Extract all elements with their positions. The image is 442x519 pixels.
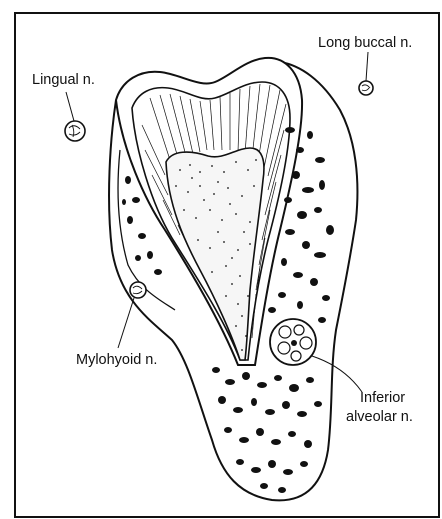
inferior-alveolar-nerve	[270, 319, 316, 365]
lingual-nerve	[65, 121, 85, 141]
label-long-buccal: Long buccal n.	[318, 35, 412, 51]
mylohyoid-leader	[118, 298, 134, 348]
lingual-leader	[66, 92, 74, 121]
label-inferior-alveolar-line1: Inferior	[360, 390, 405, 406]
label-lingual: Lingual n.	[32, 72, 95, 88]
mylohyoid-nerve	[130, 282, 146, 298]
long-buccal-nerve	[359, 81, 373, 95]
label-mylohyoid: Mylohyoid n.	[76, 352, 157, 368]
label-inferior-alveolar-line2: alveolar n.	[346, 409, 413, 425]
long-buccal-leader	[366, 52, 368, 81]
